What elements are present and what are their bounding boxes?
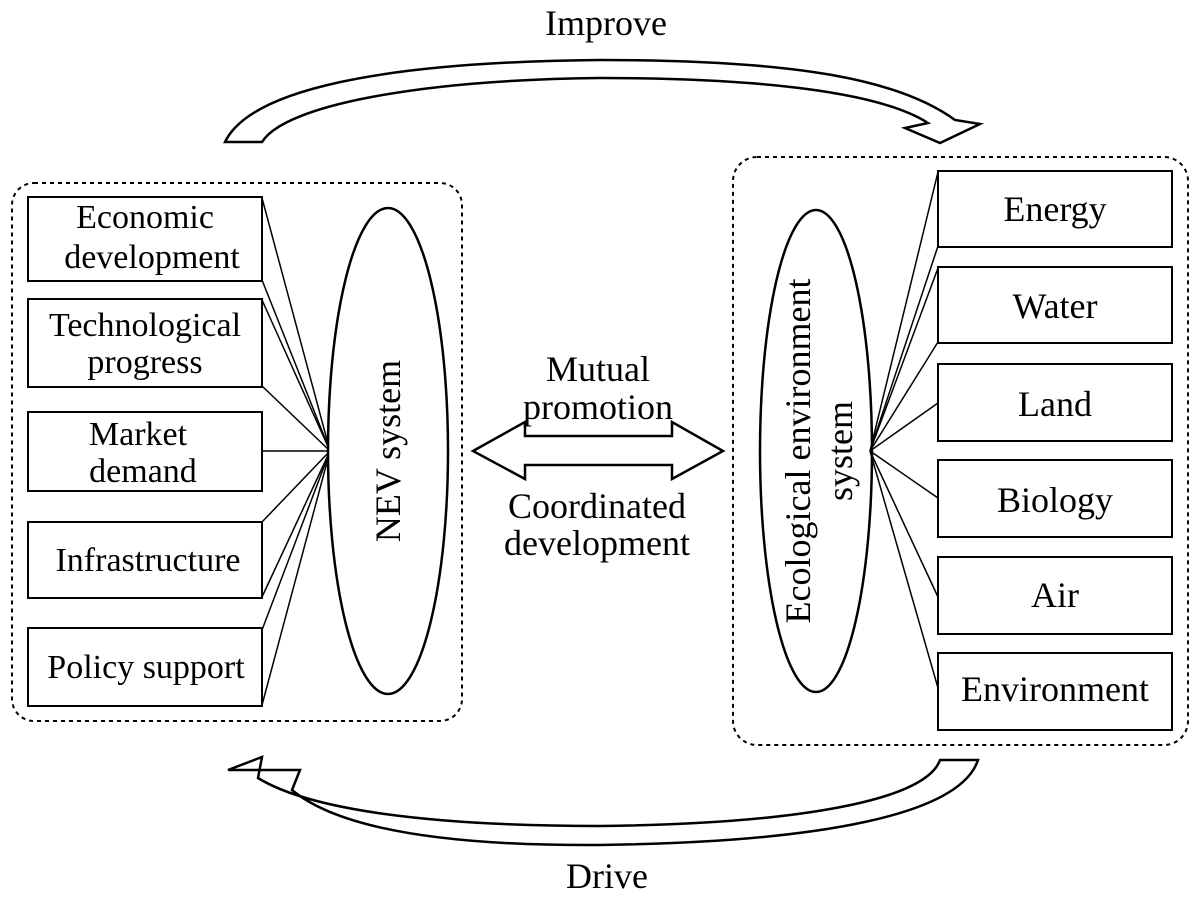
nev-connectors <box>261 197 331 706</box>
drive-arrow <box>227 755 980 847</box>
element-box-energy <box>937 170 1173 248</box>
element-box-air <box>937 556 1173 635</box>
nev-system-container <box>11 182 463 722</box>
element-box-biology <box>937 459 1173 538</box>
factor-box-market <box>27 411 263 492</box>
ecological-system-title-line1: Ecological environment <box>778 279 818 624</box>
factor-infrastructure-label: Infrastructure <box>55 542 240 579</box>
element-box-land <box>937 363 1173 442</box>
factor-policy-label: Policy support <box>47 649 245 686</box>
coordinated-line1: Coordinated <box>508 486 686 526</box>
factor-market-line2: demand <box>89 453 197 490</box>
element-biology-label: Biology <box>997 480 1113 520</box>
ecological-system-container <box>732 156 1189 746</box>
improve-arrow <box>223 58 985 145</box>
factor-economic-line2: development <box>64 239 240 276</box>
mutual-line2: promotion <box>523 387 673 427</box>
element-box-water <box>937 266 1173 344</box>
element-land-label: Land <box>1018 384 1092 424</box>
ecological-connectors <box>869 171 939 689</box>
factor-box-technological <box>27 298 263 388</box>
ecological-system-ellipse <box>758 208 874 694</box>
factor-technological-line1: Technological <box>49 307 241 344</box>
drive-label: Drive <box>566 856 648 896</box>
factor-box-policy <box>27 627 263 707</box>
factor-technological-line2: progress <box>87 344 202 381</box>
nev-system-ellipse <box>326 206 450 696</box>
element-box-environment <box>937 652 1173 731</box>
nev-system-title: NEV system <box>368 360 408 542</box>
element-energy-label: Energy <box>1003 189 1106 229</box>
element-environment-label: Environment <box>961 669 1149 709</box>
mutual-line1: Mutual <box>546 349 650 389</box>
factor-market-line1: Market <box>89 416 188 453</box>
factor-box-economic <box>27 196 263 282</box>
improve-label: Improve <box>545 3 667 43</box>
factor-box-infrastructure <box>27 521 263 599</box>
mutual-double-arrow <box>470 419 726 482</box>
element-air-label: Air <box>1031 575 1079 615</box>
element-water-label: Water <box>1012 286 1097 326</box>
factor-economic-line1: Economic <box>76 199 214 236</box>
ecological-system-title-line2: system <box>820 401 860 501</box>
coordinated-line2: development <box>504 523 690 563</box>
